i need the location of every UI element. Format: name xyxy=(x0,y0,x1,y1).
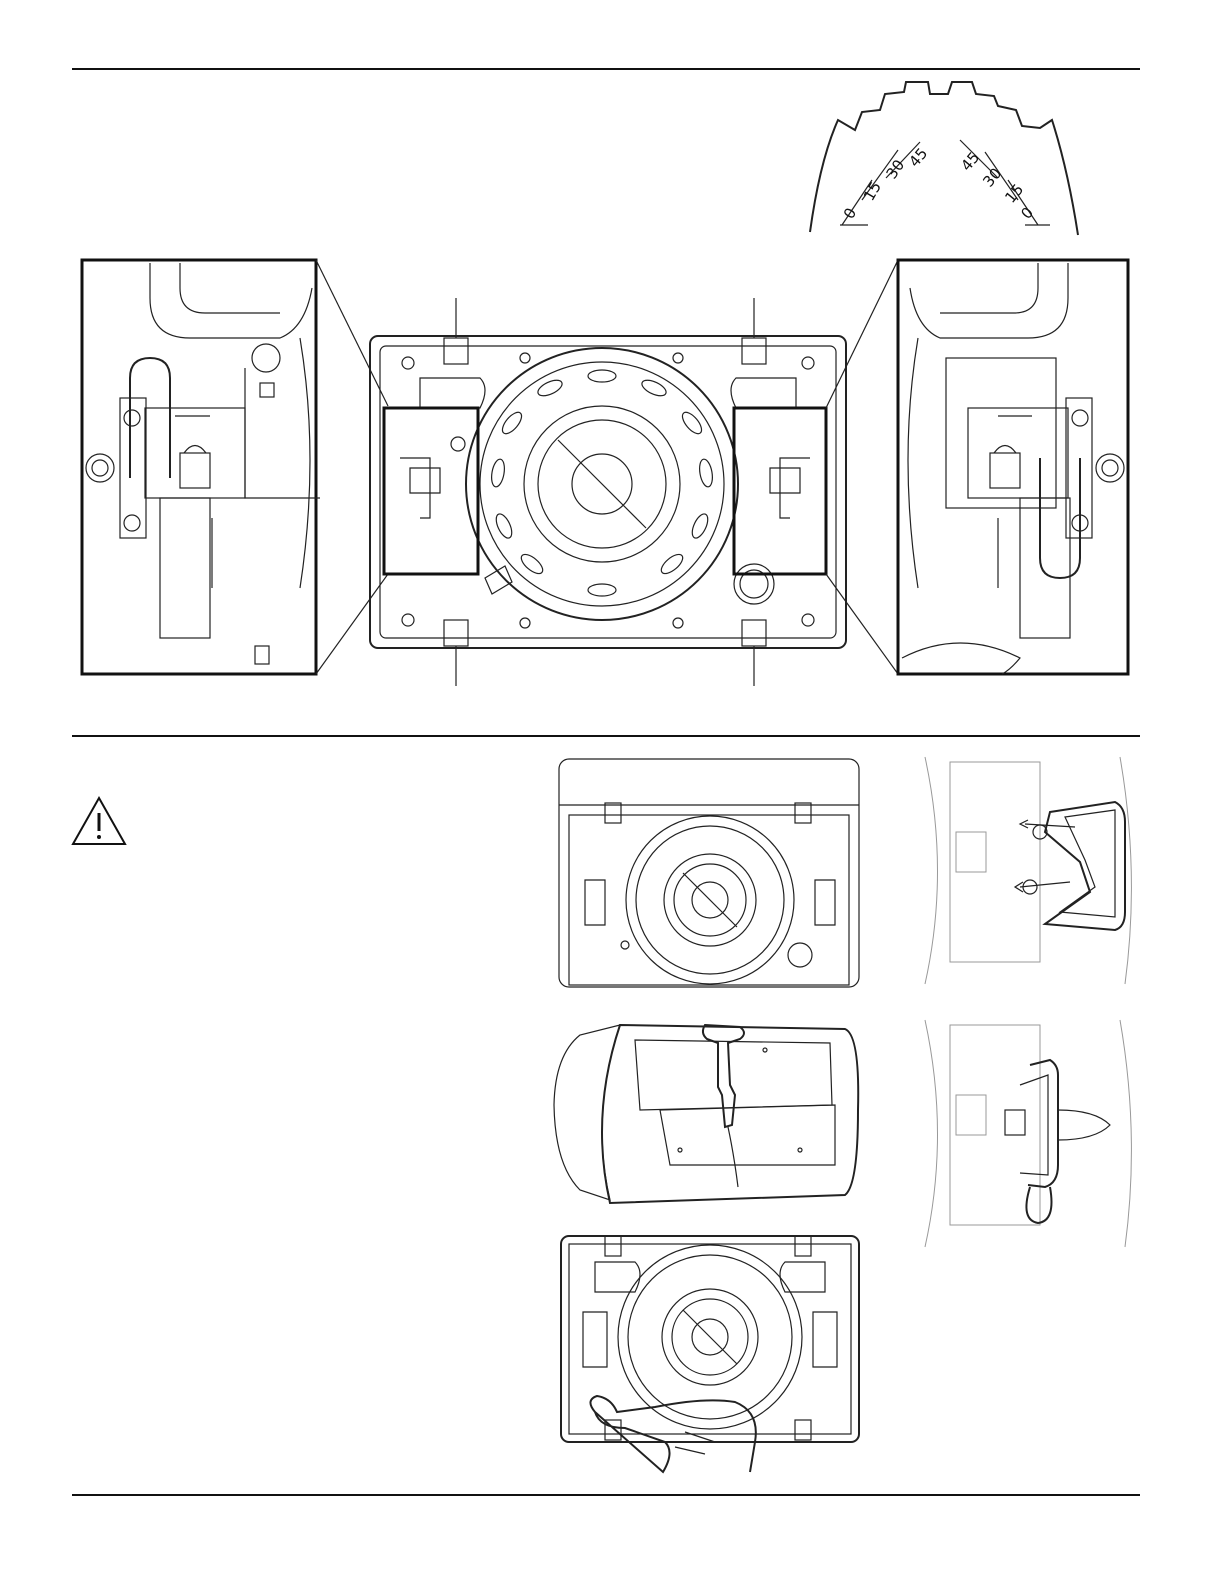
dial-label-left-15: 15 xyxy=(860,178,885,204)
left-latch-detail xyxy=(82,260,320,674)
left-latch-highlight xyxy=(384,408,478,574)
dial-label-right-30: 30 xyxy=(979,164,1005,190)
step-latch-insert-detail xyxy=(920,752,1140,987)
speaker-rear-diagram xyxy=(80,258,1130,688)
dial-label-left-0: 0 xyxy=(840,205,860,222)
dial-label-left-30: 30 xyxy=(883,156,909,182)
step-speaker-front xyxy=(555,755,865,990)
top-rule xyxy=(72,68,1140,70)
speaker-rear-view xyxy=(370,298,846,686)
bottom-rule xyxy=(72,1494,1140,1496)
dial-label-right-45: 45 xyxy=(957,148,983,174)
step-speaker-release xyxy=(555,1232,865,1477)
right-latch-detail xyxy=(898,260,1128,674)
middle-rule xyxy=(72,735,1140,737)
step-speaker-angled xyxy=(550,1015,865,1210)
warning-triangle-icon xyxy=(70,795,128,847)
dial-label-left-45: 45 xyxy=(905,144,931,170)
step-latch-locked-detail xyxy=(920,1015,1140,1250)
angle-dial-diagram: 0 15 30 45 45 30 15 0 xyxy=(800,80,1100,250)
